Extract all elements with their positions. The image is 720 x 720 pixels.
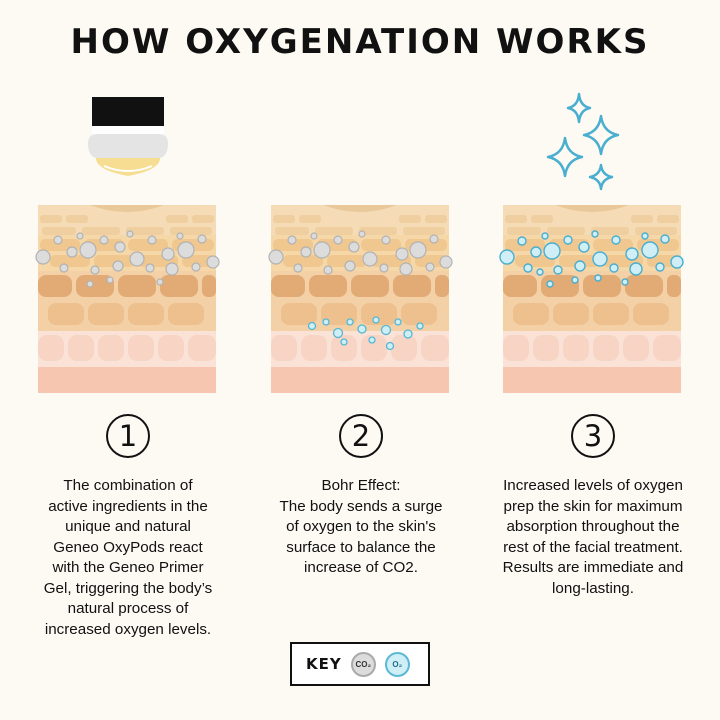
step-line: with the Geneo Primer	[52, 559, 204, 576]
co2-bubble-legend: CO₂	[350, 651, 376, 677]
page-title: HOW OXYGENATION WORKS	[70, 22, 650, 62]
step-number-3: 3	[571, 414, 615, 458]
step-number-1: 1	[106, 414, 150, 458]
step-line: rest of the facial treatment.	[503, 538, 683, 556]
step-line: unique and natural	[65, 518, 191, 535]
step-line: long-lasting.	[552, 579, 634, 597]
o2-bubbles	[307, 316, 424, 351]
step-line: active ingredients in the	[48, 497, 208, 515]
step-line: Increased levels of oxygen	[503, 477, 683, 494]
step-description-2: Bohr Effect: The body sends a surge of o…	[256, 476, 466, 579]
sparkle-icon	[546, 92, 620, 191]
step-line: Bohr Effect:	[321, 477, 401, 494]
legend-key: KEY CO₂ O₂	[290, 642, 430, 686]
step-line: natural process of	[67, 600, 189, 617]
key-label: KEY	[306, 655, 342, 673]
co2-bubbles	[268, 230, 453, 276]
step-line: prep the skin for maximum	[503, 497, 683, 515]
step-line: Geneo OxyPods react	[53, 538, 203, 556]
step-number-2: 2	[339, 414, 383, 458]
step-line: Gel, triggering the body’s	[43, 579, 213, 597]
device-icon	[88, 97, 168, 176]
step-line: increase of CO2.	[304, 559, 418, 576]
co2-bubbles	[35, 230, 220, 288]
skin-panel-2	[268, 205, 453, 393]
step-description-1: The combination of active ingredients in…	[23, 476, 233, 640]
o2-bubbles	[499, 230, 684, 288]
step-line: Results are immediate and	[502, 559, 684, 576]
step-line: increased oxygen levels.	[44, 620, 212, 638]
skin-panel-3	[499, 92, 684, 393]
step-line: of oxygen to the skin's	[286, 518, 436, 535]
step-line: The combination of	[63, 477, 193, 494]
skin-panel-1	[35, 97, 220, 393]
step-line: absorption throughout the	[506, 518, 680, 535]
step-line: surface to balance the	[286, 538, 436, 556]
step-line: The body sends a surge	[279, 497, 443, 515]
o2-bubble-legend: O₂	[384, 651, 410, 677]
step-description-3: Increased levels of oxygen prep the skin…	[488, 476, 698, 599]
